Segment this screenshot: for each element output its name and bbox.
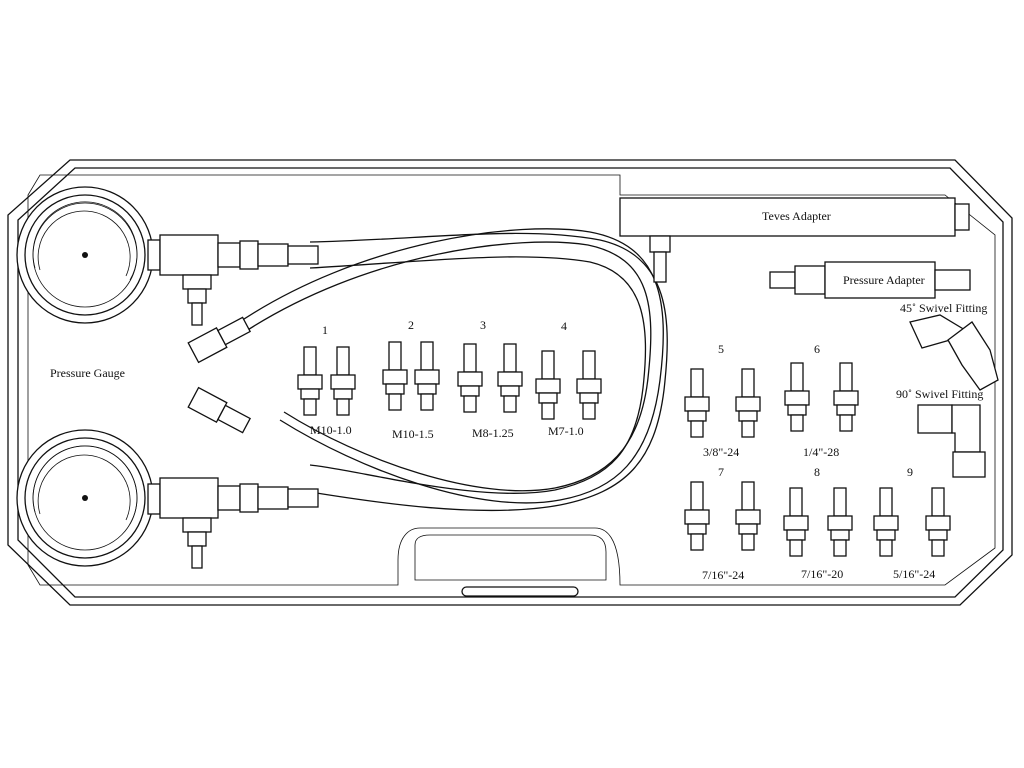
threaded-fitting xyxy=(833,362,859,432)
threaded-fitting xyxy=(297,346,323,416)
threaded-fitting xyxy=(457,343,483,413)
fitting-set-5: 5 3/8"-24 xyxy=(703,342,739,459)
fitting-number: 9 xyxy=(907,465,913,479)
hose-loops xyxy=(234,228,668,512)
threaded-fitting xyxy=(576,350,602,420)
fitting-number: 3 xyxy=(480,318,486,332)
teves-adapter-label: Teves Adapter xyxy=(762,209,831,223)
pressure-gauge-label: Pressure Gauge xyxy=(50,366,125,380)
threaded-fitting xyxy=(684,481,710,551)
swivel-45-label: 45˚ Swivel Fitting xyxy=(900,301,987,315)
carrying-case xyxy=(7,159,1013,606)
swivel-fitting-90 xyxy=(917,404,986,478)
threaded-fitting xyxy=(735,368,761,438)
case-handle-slot xyxy=(461,586,579,597)
fitting-size: M7-1.0 xyxy=(548,424,584,438)
threaded-fitting xyxy=(535,350,561,420)
pressure-gauge-bottom xyxy=(16,429,319,569)
teves-adapter xyxy=(619,197,970,283)
threaded-fitting xyxy=(735,481,761,551)
fitting-size: 1/4"-28 xyxy=(803,445,839,459)
threaded-fitting xyxy=(925,487,951,557)
pressure-adapter xyxy=(769,261,971,299)
fitting-number: 6 xyxy=(814,342,820,356)
swivel-90-label: 90˚ Swivel Fitting xyxy=(896,387,983,401)
fitting-set-4: 4 M7-1.0 xyxy=(548,319,584,438)
fitting-number: 1 xyxy=(322,323,328,337)
threaded-fitting xyxy=(414,341,440,411)
fitting-set-7: 7 7/16"-24 xyxy=(702,465,744,582)
fitting-set-6: 6 1/4"-28 xyxy=(803,342,839,459)
fitting-size: M10-1.5 xyxy=(392,427,434,441)
threaded-fitting xyxy=(783,487,809,557)
threaded-fitting xyxy=(382,341,408,411)
threaded-fitting xyxy=(784,362,810,432)
threaded-fitting xyxy=(873,487,899,557)
fitting-set-3: 3 M8-1.25 xyxy=(472,318,514,440)
fitting-set-1: 1 M10-1.0 xyxy=(310,323,352,437)
threaded-fitting xyxy=(827,487,853,557)
fitting-size: M10-1.0 xyxy=(310,423,352,437)
fitting-size: 3/8"-24 xyxy=(703,445,739,459)
fitting-number: 4 xyxy=(561,319,567,333)
fitting-set-2: 2 M10-1.5 xyxy=(392,318,434,441)
fitting-number: 2 xyxy=(408,318,414,332)
threaded-fitting xyxy=(497,343,523,413)
threaded-fitting xyxy=(684,368,710,438)
fitting-size: 7/16"-20 xyxy=(801,567,843,581)
swivel-fitting-45 xyxy=(909,314,999,391)
threaded-fitting xyxy=(330,346,356,416)
fitting-number: 5 xyxy=(718,342,724,356)
fittings xyxy=(297,341,951,557)
pressure-gauge-top xyxy=(16,186,319,326)
fitting-set-9: 9 5/16"-24 xyxy=(893,465,935,581)
hose-end-connector-upper xyxy=(187,316,252,364)
fitting-number: 8 xyxy=(814,465,820,479)
fitting-size: 5/16"-24 xyxy=(893,567,935,581)
pressure-adapter-label: Pressure Adapter xyxy=(843,273,925,287)
fitting-set-8: 8 7/16"-20 xyxy=(801,465,843,581)
hose-end-connector-lower xyxy=(187,386,252,434)
fitting-size: 7/16"-24 xyxy=(702,568,744,582)
fitting-number: 7 xyxy=(718,465,724,479)
fitting-size: M8-1.25 xyxy=(472,426,514,440)
